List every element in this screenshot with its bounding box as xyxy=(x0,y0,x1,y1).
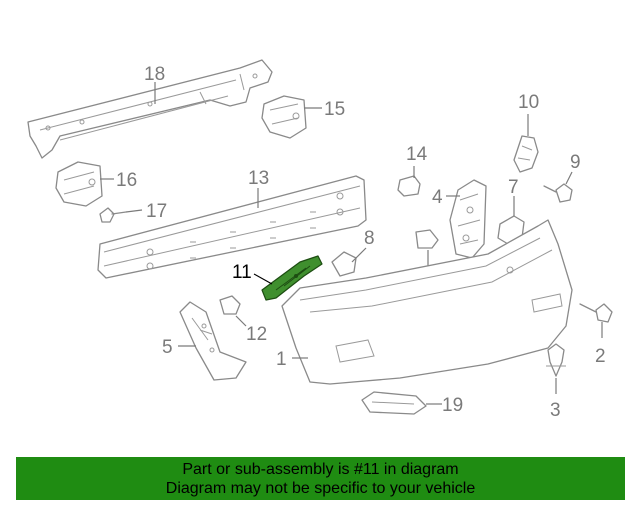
callout-19[interactable]: 19 xyxy=(442,395,463,416)
part-3-push-clip xyxy=(546,343,566,377)
part-12-clip xyxy=(219,295,241,315)
banner-line-2: Diagram may not be specific to your vehi… xyxy=(165,480,476,497)
part-6-clip xyxy=(415,229,439,249)
callout-4[interactable]: 4 xyxy=(432,187,443,208)
part-5-side-retainer xyxy=(179,301,247,381)
callout-14[interactable]: 14 xyxy=(406,144,428,165)
part-10-retainer xyxy=(513,135,539,173)
part-16-bracket xyxy=(55,161,103,207)
callout-13[interactable]: 13 xyxy=(248,168,269,189)
callout-5[interactable]: 5 xyxy=(162,337,173,358)
callout-3[interactable]: 3 xyxy=(550,400,561,421)
callout-8[interactable]: 8 xyxy=(364,228,375,249)
callout-18[interactable]: 18 xyxy=(144,64,165,85)
callout-10[interactable]: 10 xyxy=(518,92,539,113)
part-1-bumper-cover xyxy=(281,219,573,385)
callout-11[interactable]: 11 xyxy=(232,262,252,283)
part-2-bolt xyxy=(579,303,613,323)
info-banner: Part or sub-assembly is #11 in diagram D… xyxy=(16,457,625,500)
part-13-absorber xyxy=(97,175,367,279)
banner-line-1: Part or sub-assembly is #11 in diagram xyxy=(182,461,459,478)
part-15-bracket xyxy=(261,95,307,139)
callout-7[interactable]: 7 xyxy=(508,177,519,198)
callout-16[interactable]: 16 xyxy=(116,170,137,191)
part-17-bolt xyxy=(99,207,127,223)
part-11-highlighted[interactable] xyxy=(261,255,323,301)
callout-17[interactable]: 17 xyxy=(146,201,167,222)
callout-9[interactable]: 9 xyxy=(570,152,581,173)
part-14-clip xyxy=(397,175,421,197)
callout-1[interactable]: 1 xyxy=(276,349,287,370)
part-19-reflector xyxy=(361,391,427,415)
callout-15[interactable]: 15 xyxy=(324,99,345,120)
parts-diagram: 18 15 16 17 13 14 10 xyxy=(27,59,613,421)
callout-2[interactable]: 2 xyxy=(595,346,606,367)
part-4-side-bracket xyxy=(449,179,487,259)
part-9-screw xyxy=(543,183,573,203)
callout-12[interactable]: 12 xyxy=(246,324,267,345)
part-8-retainer xyxy=(331,251,357,277)
part-18-reinforcement xyxy=(27,59,273,159)
